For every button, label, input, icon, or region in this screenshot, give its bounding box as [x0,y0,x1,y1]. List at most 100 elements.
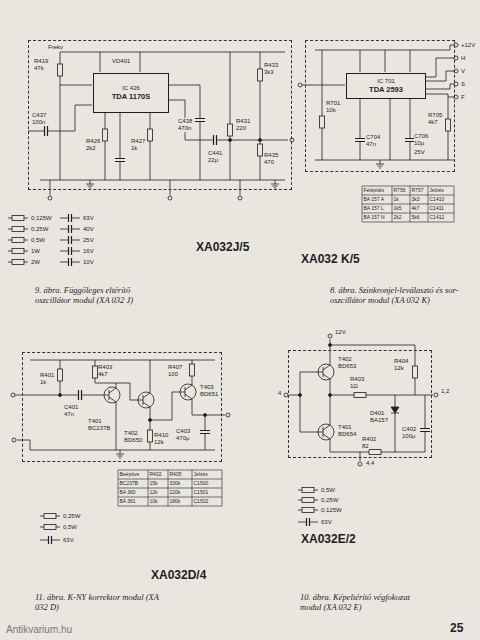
module-title: XA032E/2 [301,533,356,545]
capacitor-sample [298,518,318,526]
wire [140,52,141,72]
wire [302,85,345,86]
component-label: 100n [32,119,45,126]
component-label: 100 [168,371,178,378]
wire [300,372,318,432]
capacitor-symbol [420,429,430,432]
table-cell: C1501 [194,490,209,496]
wire [230,52,231,180]
wire [330,395,433,396]
capacitor-sample [40,536,60,544]
wire [425,395,426,452]
terminal [290,138,294,142]
component-label: R404 [394,358,408,365]
ic-label: IC 701 [377,78,395,84]
component-label: C437 [32,112,46,119]
legend-text: 63V [321,519,332,526]
capacitor-symbol [355,139,365,142]
component-label: 470μ [176,435,189,442]
terminal [12,438,16,442]
component-label: 220 [236,125,246,132]
page-number: 25 [450,622,463,635]
table-grid [118,470,222,506]
wire [360,98,361,160]
legend-text: 0,25W [321,497,338,504]
wire [168,100,288,140]
wire [168,85,200,180]
module-title: XA032 K/5 [301,253,360,265]
table-cell: BA 157 A [364,197,385,203]
table-cell: 10k [150,499,158,505]
wire-group [11,43,458,506]
capacitor-symbol [115,159,125,162]
ground-symbol [376,160,384,168]
table-cell: C1410 [430,197,445,203]
component-label: C706 [414,133,428,140]
table-cell: R402 [150,472,162,478]
ic-label: TDA 2593 [369,86,403,94]
component-label: 10μ [414,140,424,147]
component-label: R427 [131,138,145,145]
table-cell: Jelzés [194,472,208,478]
resistor-sample [8,238,28,243]
component-label: 12V [335,329,346,336]
legend-text: 2W [31,259,40,266]
legend-text: 1W [31,248,40,255]
module-title: XA032J/5 [196,241,249,253]
wire [330,345,415,346]
component-label: R426 [86,138,100,145]
resistor-symbol [148,129,153,141]
component-label: 1k [40,379,46,386]
wire [410,50,411,72]
resistor-sample [298,498,318,503]
figure-caption: 8. ábra. Szinkronjel-leválasztó és sor-o… [330,286,465,306]
table-cell: 330k [170,481,181,487]
terminal [11,393,15,397]
table-cell: Beépítve [120,472,140,478]
resistor-sample [40,525,60,530]
table-cell: BA 157 N [364,215,385,221]
component-label: C441 [208,150,222,157]
component-label: R431 [236,118,250,125]
terminal [328,334,332,338]
terminal [434,393,438,397]
legend-text: 0,5W [321,487,335,494]
junction-dot [259,139,262,142]
component-label: R403 [98,364,112,371]
wire [30,360,215,361]
terminal-label: V [461,68,465,75]
transistor-symbol [180,380,196,404]
ic-box: IC 701TDA 2593 [346,73,426,99]
figure-caption: 9. ábra. Függőleges eltérítő oszcillátor… [35,286,165,306]
resistor-symbol [320,116,325,128]
junction-dot [59,394,62,397]
component-label: R410 [154,432,168,439]
legend-text: 16V [83,248,94,255]
resistor-sample [8,216,28,221]
component-label: 47n [366,141,376,148]
junction-dot [149,419,152,422]
component-label: T402 [124,430,138,437]
wire [116,407,117,450]
table-cell: Jelzés [430,188,444,194]
figure-caption: 11. ábra. K-NY korrektor modul (XA 032 D… [35,593,165,613]
resistor-symbol [258,69,263,81]
table-cell: Felépítés [364,188,385,194]
watermark: Antikvarium.hu [6,624,72,635]
component-label: 47n [64,411,74,418]
capacitor-symbol [45,126,48,136]
wire [17,440,30,450]
component-label: R701 [326,100,340,107]
wire [95,360,116,383]
resistor-symbol [369,450,381,455]
wire [30,450,215,451]
legend-text: 10V [83,259,94,266]
terminal-label: 4,4 [366,460,374,467]
table-cell: BA 361 [120,499,136,505]
ic-box: IC 426TDA 1170S [93,73,169,113]
table-cell: BA 360 [120,490,136,496]
component-label: T403 [200,384,214,391]
table-cell: 15k [150,481,158,487]
component-label: BC237B [88,425,110,432]
resistor-sample [8,227,28,232]
